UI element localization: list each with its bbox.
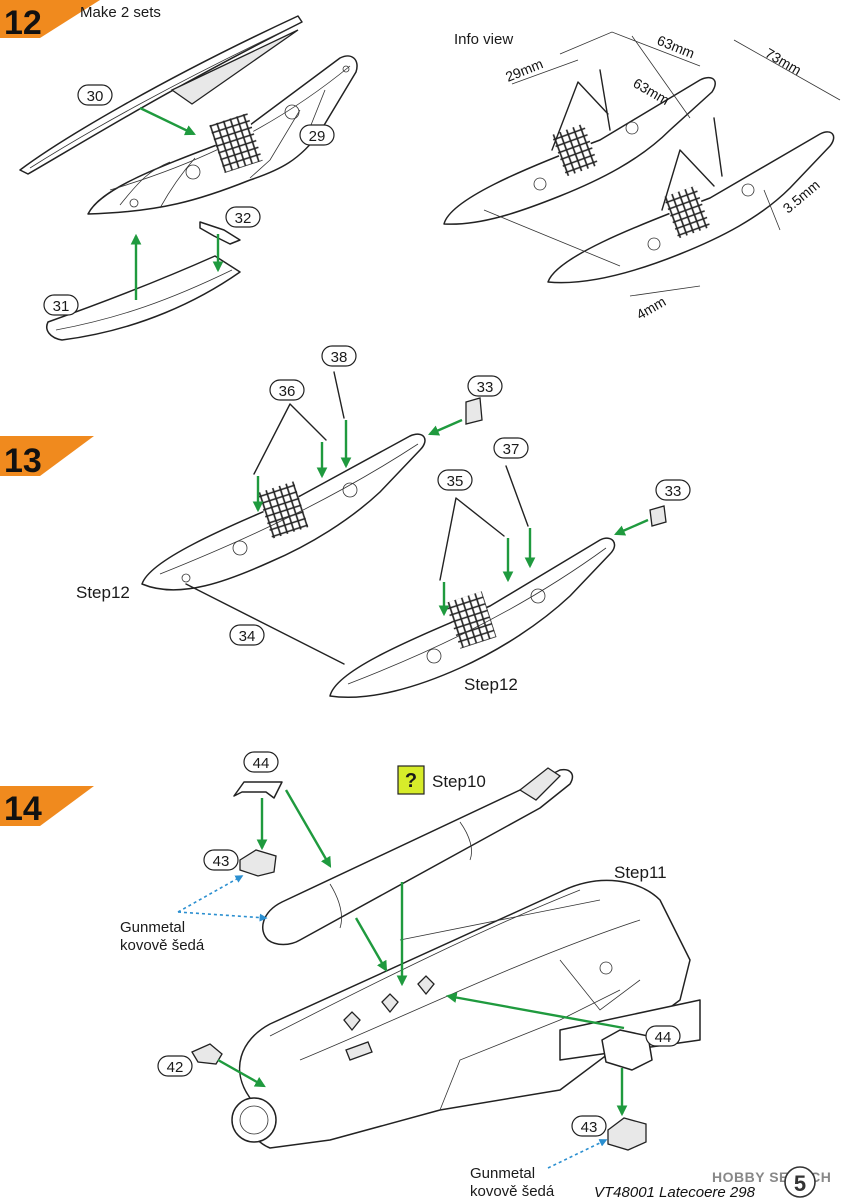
step-12: 12 Make 2 sets	[0, 0, 841, 341]
arrow-44-right	[445, 992, 625, 1030]
part-label-38: 38	[321, 345, 357, 367]
part-label-36: 36	[269, 379, 305, 401]
part-33-right-drawing	[649, 505, 667, 527]
svg-text:35: 35	[447, 473, 464, 490]
part-label-31: 31	[43, 294, 79, 316]
part-44-right-drawing	[601, 1029, 653, 1071]
arrow-42	[217, 1058, 266, 1088]
svg-text:44: 44	[253, 755, 270, 772]
svg-text:33: 33	[665, 483, 682, 500]
float-left-drawing	[141, 433, 426, 591]
leader-gunmetal-top	[177, 875, 244, 913]
part-32-drawing	[199, 221, 241, 245]
color-note-top-line1: Gunmetal	[120, 919, 185, 936]
leader-gunmetal-bottom	[547, 1139, 608, 1169]
part-label-43-left: 43	[203, 849, 239, 871]
part-29-drawing	[87, 55, 358, 215]
dim-4mm: 4mm	[634, 293, 669, 322]
svg-text:?: ?	[405, 770, 417, 792]
product-id: VT48001 Latecoere 298	[594, 1184, 756, 1200]
color-note-bottom-line1: Gunmetal	[470, 1165, 535, 1182]
svg-text:36: 36	[279, 383, 296, 400]
part-35-drawing	[439, 497, 505, 581]
arrow-44-fuselage	[284, 789, 332, 868]
color-note-bottom-line2: kovově šedá	[470, 1183, 555, 1200]
part-43-left-drawing	[239, 849, 277, 877]
arrow-33-left	[428, 418, 463, 436]
float-right-drawing	[329, 537, 616, 699]
step-13: 13	[0, 345, 691, 699]
step12-ref-left: Step12	[76, 583, 130, 602]
color-note-top-line2: kovově šedá	[120, 937, 205, 954]
svg-text:29: 29	[309, 128, 326, 145]
part-label-44-left: 44	[243, 751, 279, 773]
part-36-drawing	[253, 403, 327, 475]
step10-ref: Step10	[432, 772, 486, 791]
part-37-drawing	[505, 465, 529, 527]
part-label-32: 32	[225, 206, 261, 228]
part-label-33-right: 33	[655, 479, 691, 501]
part-38-drawing	[333, 371, 345, 419]
svg-text:31: 31	[53, 298, 70, 315]
step12-ref-right: Step12	[464, 675, 518, 694]
part-43-right-drawing	[607, 1117, 647, 1151]
arrow-torpedo-1	[354, 917, 388, 972]
part-42-drawing	[191, 1043, 223, 1065]
svg-text:43: 43	[581, 1119, 598, 1136]
step-14: 14	[0, 751, 701, 1200]
leader-gunmetal-top-2	[177, 911, 268, 922]
arrow-30-to-29	[139, 106, 196, 136]
arrow-33-right	[614, 518, 649, 536]
svg-text:44: 44	[655, 1029, 672, 1046]
dim-29mm: 29mm	[503, 55, 545, 84]
part-label-35: 35	[437, 469, 473, 491]
page-number-circle	[784, 1166, 816, 1198]
part-44-left-drawing	[233, 781, 283, 799]
part-31-drawing	[46, 255, 241, 341]
part-label-44-right: 44	[645, 1025, 681, 1047]
step-14-badge	[0, 786, 94, 826]
step-13-badge	[0, 436, 94, 476]
step-13-number: 13	[4, 442, 42, 480]
page-number: 5	[794, 1171, 806, 1196]
svg-text:42: 42	[167, 1059, 184, 1076]
step-12-number: 12	[4, 4, 42, 42]
part-34-drawing	[185, 583, 345, 665]
svg-text:32: 32	[235, 210, 252, 227]
question-box: ?	[397, 765, 425, 795]
svg-text:38: 38	[331, 349, 348, 366]
step-12-badge	[0, 0, 100, 38]
part-label-43-right: 43	[571, 1115, 607, 1137]
part-label-37: 37	[493, 437, 529, 459]
svg-text:33: 33	[477, 379, 494, 396]
info-view: Info view 29mm 63mm 63mm 73mm 3.5mm 4mm	[443, 31, 841, 323]
svg-text:34: 34	[239, 628, 256, 645]
info-view-title: Info view	[454, 31, 513, 48]
part-label-42: 42	[157, 1055, 193, 1077]
part-label-30: 30	[77, 84, 113, 106]
part-30-drawing	[19, 15, 303, 175]
part-label-29: 29	[299, 124, 335, 146]
part-label-34: 34	[229, 624, 265, 646]
svg-text:30: 30	[87, 88, 104, 105]
step-12-note: Make 2 sets	[80, 4, 161, 21]
footer: HOBBY SEARCH VT48001 Latecoere 298 5	[594, 1166, 831, 1200]
dim-73mm: 73mm	[763, 45, 805, 78]
fuselage-drawing	[231, 879, 701, 1149]
part-33-left-drawing	[465, 397, 483, 425]
part-label-33-left: 33	[467, 375, 503, 397]
dim-63mm: 63mm	[631, 75, 673, 108]
svg-text:43: 43	[213, 853, 230, 870]
step-14-number: 14	[4, 790, 42, 828]
step11-ref: Step11	[614, 863, 667, 882]
svg-text:37: 37	[503, 441, 520, 458]
